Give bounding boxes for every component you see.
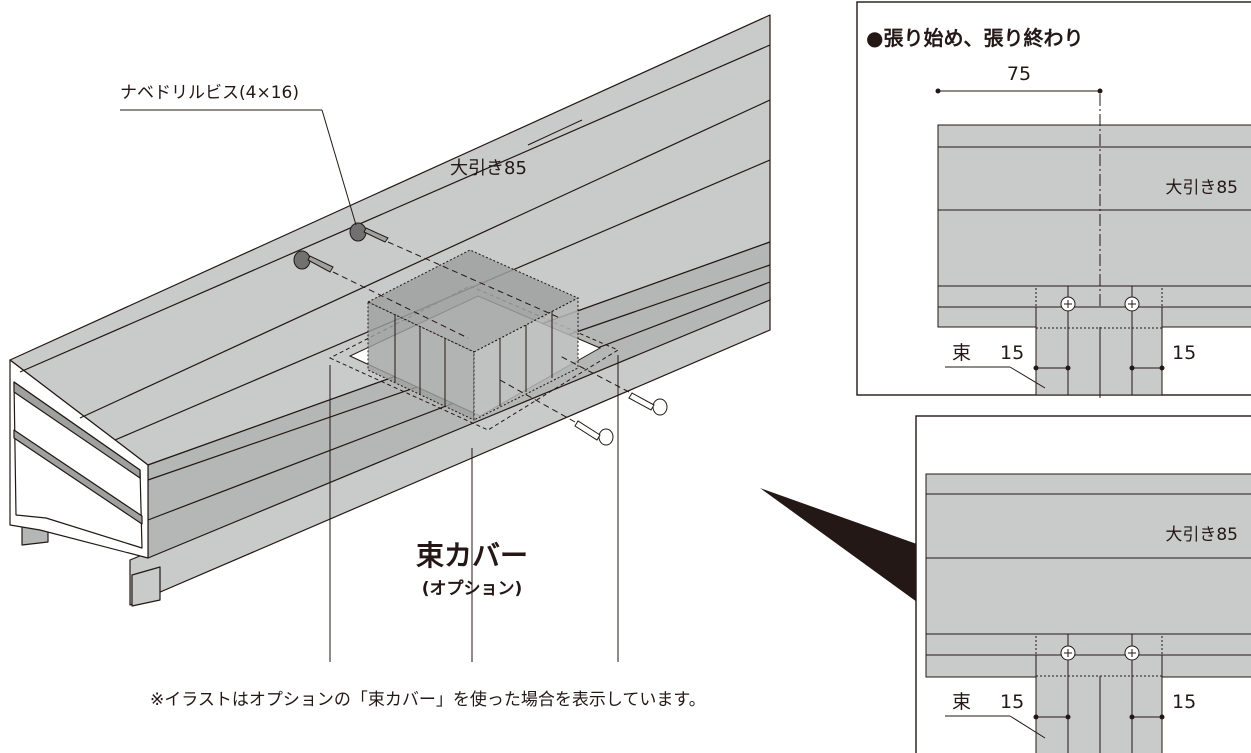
detail-post: [1035, 654, 1163, 753]
drill-screw: [349, 222, 561, 319]
dimension-point: [1159, 365, 1165, 371]
detail-beam-label: 大引き85: [1165, 178, 1238, 198]
screw-head: [598, 428, 614, 446]
detail-beam: [925, 473, 1251, 678]
screw-head: [652, 398, 668, 416]
screw-axis: [387, 241, 561, 319]
detail-beam-label: 大引き85: [1165, 525, 1238, 545]
screw-head-icon: [1124, 645, 1140, 661]
screw-axis: [499, 379, 576, 423]
beam-illustration: [9, 14, 771, 607]
post-label: 束: [952, 342, 971, 364]
dimension-point: [1129, 365, 1135, 371]
beam-profile-rail-upper: [13, 381, 141, 479]
cover-subtitle: (オプション): [422, 578, 523, 599]
detail-post: [1035, 306, 1163, 396]
detail-start-end: ●張り始め、張り終わり 75 大引き85: [856, 1, 1251, 398]
screw-shank: [363, 227, 389, 243]
cover-title: 束カバー: [416, 539, 528, 572]
dimension-point: [1065, 365, 1071, 371]
screw-axis: [559, 355, 630, 393]
dimension-point: [1097, 88, 1103, 94]
cover-screw: [499, 379, 614, 446]
left-offset-label: 15: [1000, 342, 1024, 364]
spacing-label: 75: [1007, 63, 1031, 85]
screw-axis: [332, 271, 469, 339]
post-label: 束: [952, 691, 971, 713]
screw-shank: [574, 420, 601, 441]
screw-shank: [307, 255, 334, 273]
screw-leader-line: [321, 109, 357, 226]
screw-shank: [628, 392, 655, 411]
dimension-point: [1033, 365, 1039, 371]
drill-screw: [293, 250, 469, 339]
detail-mid-span: 大引き85 15 15 束: [915, 415, 1251, 753]
beam-bottom-plate: [131, 566, 161, 607]
screw-label: ナベドリルビス(4×16): [120, 83, 299, 103]
footnote: ※イラストはオプションの「束カバー」を使った場合を表示しています。: [150, 689, 706, 710]
beam-edge-line: [79, 99, 771, 419]
right-offset-label: 15: [1172, 691, 1196, 713]
right-offset-label: 15: [1172, 342, 1196, 364]
screw-head-icon: [1124, 296, 1140, 312]
screw-head-icon: [1060, 645, 1076, 661]
post-leader-line: [1009, 366, 1046, 389]
dimension-point: [1033, 714, 1039, 720]
beam-label: 大引き85: [450, 158, 527, 179]
post-leader-line: [1009, 715, 1046, 739]
dimension-point: [1065, 714, 1071, 720]
beam-leader-line: [527, 119, 583, 146]
callout-pointer: [760, 488, 928, 610]
bundle-cover-box: [366, 249, 580, 421]
left-offset-label: 15: [1000, 691, 1024, 713]
dimension-point: [1129, 714, 1135, 720]
detail-beam: [937, 124, 1251, 328]
cover-screw: [559, 355, 668, 416]
dimension-point: [1159, 714, 1165, 720]
detail-heading: ●張り始め、張り終わり: [866, 26, 1083, 50]
beam-edge-line: [19, 44, 771, 373]
screw-head-icon: [1060, 296, 1076, 312]
dimension-point: [935, 88, 941, 94]
beam-profile-rail-middle: [13, 429, 143, 525]
